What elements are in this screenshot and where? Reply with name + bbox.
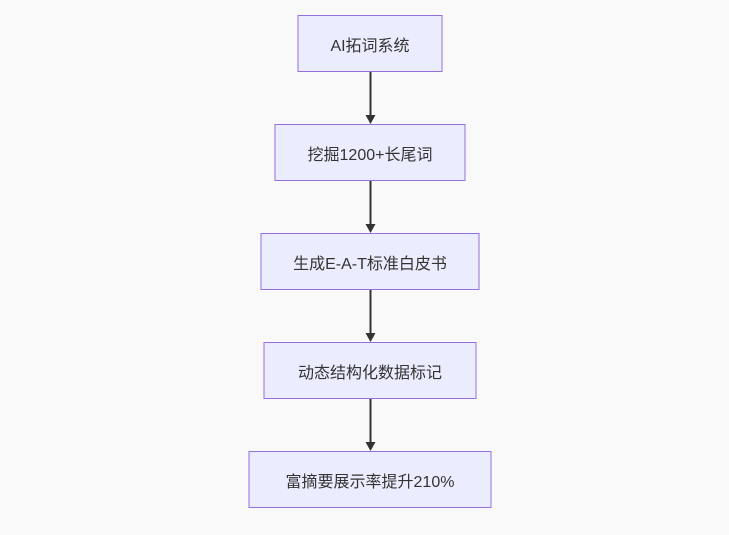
arrow-down-icon xyxy=(365,290,375,342)
arrow-down-icon xyxy=(365,72,375,124)
flow-node-ai-word-expansion: AI拓词系统 xyxy=(297,15,443,72)
flow-node-structured-data-markup: 动态结构化数据标记 xyxy=(263,342,477,399)
arrowhead-icon xyxy=(365,224,375,233)
arrowhead-icon xyxy=(365,115,375,124)
flow-node-label: 挖掘1200+长尾词 xyxy=(307,146,433,164)
flow-node-eat-whitepaper: 生成E-A-T标准白皮书 xyxy=(260,233,480,290)
flow-node-label: 动态结构化数据标记 xyxy=(297,364,442,382)
arrow-shaft xyxy=(369,399,371,442)
arrow-shaft xyxy=(369,290,371,333)
arrowhead-icon xyxy=(365,442,375,451)
flow-node-rich-snippet-result: 富摘要展示率提升210% xyxy=(248,451,492,508)
arrow-shaft xyxy=(369,72,371,115)
arrowhead-icon xyxy=(365,333,375,342)
arrow-shaft xyxy=(369,181,371,224)
flow-node-label: AI拓词系统 xyxy=(330,37,410,55)
arrow-down-icon xyxy=(365,181,375,233)
flow-node-label: 富摘要展示率提升210% xyxy=(285,473,455,491)
flow-node-longtail-mining: 挖掘1200+长尾词 xyxy=(274,124,466,181)
flow-node-label: 生成E-A-T标准白皮书 xyxy=(293,255,447,273)
arrow-down-icon xyxy=(365,399,375,451)
flowchart: AI拓词系统 挖掘1200+长尾词 生成E-A-T标准白皮书 动态结构化数据标记… xyxy=(248,15,492,508)
